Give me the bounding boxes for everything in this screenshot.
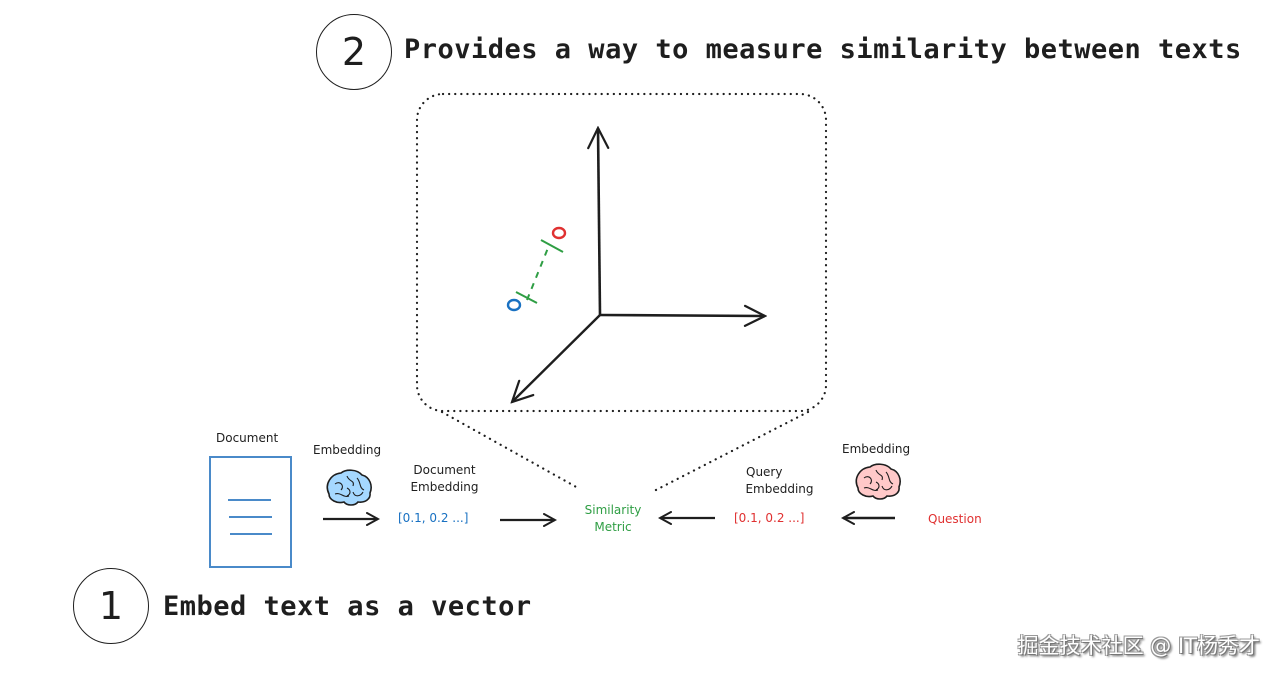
doc-vector-value: [0.1, 0.2 ...] bbox=[398, 511, 469, 525]
document-icon bbox=[209, 456, 292, 568]
question-label: Question bbox=[928, 512, 982, 526]
step-2-label: Provides a way to measure similarity bet… bbox=[404, 34, 1242, 65]
brain-icon-red bbox=[855, 463, 901, 500]
axis-z bbox=[512, 314, 601, 402]
step-2-number: 2 bbox=[341, 30, 367, 74]
doc-embedding-model-label: Embedding bbox=[313, 443, 382, 457]
distance-line bbox=[526, 247, 549, 301]
axis-y bbox=[598, 128, 600, 316]
vector-axes bbox=[512, 128, 765, 402]
doc-vector-point bbox=[506, 298, 522, 312]
query-vector-point bbox=[551, 226, 567, 240]
query-embedding-title-line1: Query bbox=[746, 465, 783, 479]
watermark: 掘金技术社区 @ IT杨秀才 bbox=[1017, 634, 1260, 658]
step-1-label: Embed text as a vector bbox=[163, 591, 532, 622]
similarity-line2: Metric bbox=[594, 520, 632, 534]
step-1-badge: 1 bbox=[73, 568, 149, 644]
doc-embedding-title-line2: Embedding bbox=[410, 480, 479, 494]
document-label: Document bbox=[216, 431, 279, 445]
step-1-number: 1 bbox=[98, 584, 124, 628]
query-embedding-title-line2: Embedding bbox=[745, 482, 814, 496]
query-embedding-title: Query Embedding bbox=[742, 464, 817, 498]
brain-icon-blue bbox=[326, 469, 372, 506]
zoom-box bbox=[415, 92, 828, 413]
zoom-connector-right bbox=[652, 410, 810, 493]
axis-x bbox=[599, 315, 765, 316]
query-vector-value: [0.1, 0.2 ...] bbox=[734, 511, 805, 525]
distance-tick-right bbox=[540, 239, 564, 253]
query-embedding-model-label: Embedding bbox=[842, 442, 911, 456]
doc-embedding-title: Document Embedding bbox=[407, 462, 482, 496]
doc-embedding-title-line1: Document bbox=[413, 463, 476, 477]
step-2-badge: 2 bbox=[316, 14, 392, 90]
distance-tick-left bbox=[515, 291, 538, 304]
similarity-distance bbox=[506, 226, 567, 312]
similarity-line1: Similarity bbox=[584, 503, 642, 517]
similarity-metric-label: Similarity Metric bbox=[578, 502, 648, 536]
